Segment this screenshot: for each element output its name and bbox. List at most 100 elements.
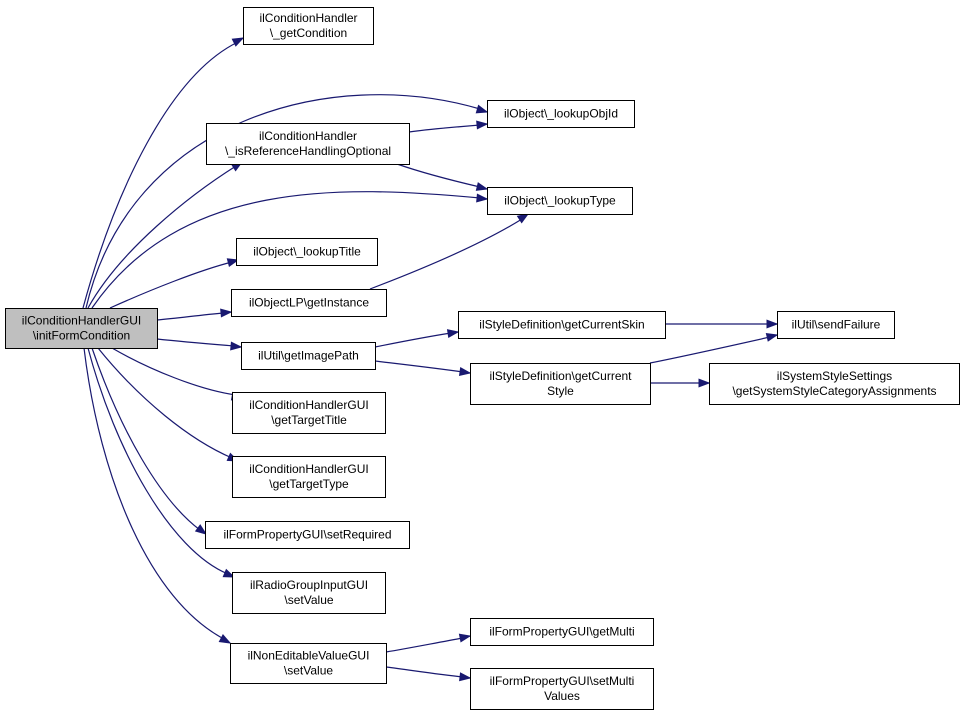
node-getImagePath[interactable]: ilUtil\getImagePath — [241, 342, 376, 370]
node-box — [709, 363, 960, 405]
node-label: \_getCondition — [270, 26, 347, 40]
node-label: \getSystemStyleCategoryAssignments — [732, 384, 936, 398]
node-label: ilStyleDefinition\getCurrent — [489, 369, 632, 383]
node-label: ilFormPropertyGUI\getMulti — [489, 625, 634, 639]
node-getTargetType[interactable]: ilConditionHandlerGUI\getTargetType — [232, 456, 386, 498]
arrowhead-icon — [226, 258, 240, 268]
node-lookupType[interactable]: ilObject\_lookupType — [487, 187, 633, 215]
arrowhead-icon — [459, 672, 472, 682]
node-label: ilUtil\getImagePath — [258, 349, 359, 363]
node-box — [230, 643, 387, 684]
node-getSystemStyle[interactable]: ilSystemStyleSettings\getSystemStyleCate… — [709, 363, 960, 405]
node-label: ilObject\_lookupType — [504, 194, 616, 208]
node-label: Style — [547, 384, 574, 398]
edge-getCurrentStyle-to-getSystemStyle — [650, 378, 711, 388]
edge-getImagePath-to-getCurrentSkin — [374, 329, 460, 348]
edge-getCurrentSkin-to-sendFailure — [665, 319, 779, 329]
node-getCurrentSkin[interactable]: ilStyleDefinition\getCurrentSkin — [458, 311, 666, 339]
edge-nonEditSetValue-to-getMulti — [385, 633, 472, 653]
edge-root-to-getCondition — [82, 37, 245, 309]
edge-root-to-radioSetValue — [87, 347, 236, 578]
edge-root-to-setRequired — [91, 347, 208, 535]
node-label: ilRadioGroupInputGUI — [250, 578, 368, 592]
node-label: ilConditionHandler — [259, 129, 357, 143]
node-lookupTitle[interactable]: ilObject\_lookupTitle — [236, 238, 378, 266]
node-box — [5, 308, 158, 349]
node-label: ilConditionHandlerGUI — [249, 398, 368, 412]
node-box — [206, 123, 410, 165]
node-label: \initFormCondition — [33, 329, 130, 343]
edge-root-to-getTargetTitle — [111, 347, 244, 401]
edge-line — [156, 311, 232, 321]
arrowhead-icon — [698, 378, 711, 388]
node-lookupObjId[interactable]: ilObject\_lookupObjId — [487, 100, 635, 128]
node-getCondition[interactable]: ilConditionHandler\_getCondition — [243, 7, 374, 45]
edge-line — [85, 94, 488, 309]
arrowhead-icon — [218, 634, 232, 644]
node-box — [458, 311, 666, 339]
node-box — [777, 311, 895, 339]
node-label: ilConditionHandlerGUI — [249, 462, 368, 476]
node-nonEditSetValue[interactable]: ilNonEditableValueGUI\setValue — [230, 643, 387, 684]
edge-line — [374, 360, 471, 374]
node-box — [470, 363, 651, 405]
node-setRequired[interactable]: ilFormPropertyGUI\setRequired — [205, 521, 410, 549]
edge-line — [369, 213, 529, 290]
node-getInstance[interactable]: ilObjectLP\getInstance — [231, 289, 387, 317]
edge-line — [97, 347, 239, 462]
arrowhead-icon — [516, 213, 530, 224]
edge-getImagePath-to-getCurrentStyle — [374, 360, 472, 376]
arrowhead-icon — [476, 120, 489, 130]
edge-getCurrentStyle-to-sendFailure — [649, 332, 779, 364]
node-box — [232, 456, 386, 498]
node-label: ilStyleDefinition\getCurrentSkin — [479, 318, 644, 332]
node-label: ilConditionHandlerGUI — [22, 314, 141, 328]
node-label: \getTargetType — [269, 477, 349, 491]
arrowhead-icon — [220, 308, 233, 318]
edge-line — [91, 191, 488, 309]
edge-root-to-nonEditSetValue — [83, 347, 232, 644]
edge-line — [87, 347, 235, 578]
edge-line — [83, 347, 231, 644]
edge-root-to-lookupObjId — [85, 94, 489, 309]
arrowhead-icon — [458, 367, 472, 376]
node-getTargetTitle[interactable]: ilConditionHandlerGUI\getTargetTitle — [232, 392, 386, 434]
node-box — [231, 289, 387, 317]
arrowhead-icon — [222, 568, 236, 578]
node-box — [487, 100, 635, 128]
node-radioSetValue[interactable]: ilRadioGroupInputGUI\setValue — [232, 572, 386, 614]
arrowhead-icon — [231, 37, 245, 47]
node-root[interactable]: ilConditionHandlerGUI\initFormCondition — [5, 308, 158, 349]
edge-line — [396, 163, 488, 190]
arrowhead-icon — [458, 633, 472, 643]
arrowhead-icon — [230, 341, 243, 351]
arrowhead-icon — [766, 319, 779, 329]
edge-line — [408, 123, 488, 133]
node-isRefOptional[interactable]: ilConditionHandler\_isReferenceHandlingO… — [206, 123, 410, 165]
node-label: ilObject\_lookupObjId — [504, 107, 618, 121]
edge-root-to-getInstance — [156, 308, 233, 321]
edge-line — [385, 666, 471, 679]
node-label: \setValue — [284, 593, 333, 607]
edge-getInstance-to-lookupType — [369, 213, 530, 290]
arrowhead-icon — [476, 193, 489, 203]
node-getMulti[interactable]: ilFormPropertyGUI\getMulti — [470, 618, 654, 646]
node-label: \_isReferenceHandlingOptional — [225, 144, 391, 158]
edge-line — [82, 37, 244, 309]
arrowhead-icon — [194, 524, 208, 535]
node-label: ilFormPropertyGUI\setMulti — [490, 674, 635, 688]
node-box — [243, 7, 374, 45]
edge-isRefOptional-to-lookupObjId — [408, 120, 489, 133]
function-nodes: ilConditionHandlerGUI\initFormConditioni… — [5, 7, 960, 710]
node-box — [241, 342, 376, 370]
node-box — [470, 618, 654, 646]
node-sendFailure[interactable]: ilUtil\sendFailure — [777, 311, 895, 339]
node-label: ilSystemStyleSettings — [777, 369, 892, 383]
node-box — [232, 392, 386, 434]
edge-root-to-getImagePath — [156, 338, 243, 351]
edge-nonEditSetValue-to-setMulti — [385, 666, 472, 682]
node-label: ilUtil\sendFailure — [792, 318, 881, 332]
